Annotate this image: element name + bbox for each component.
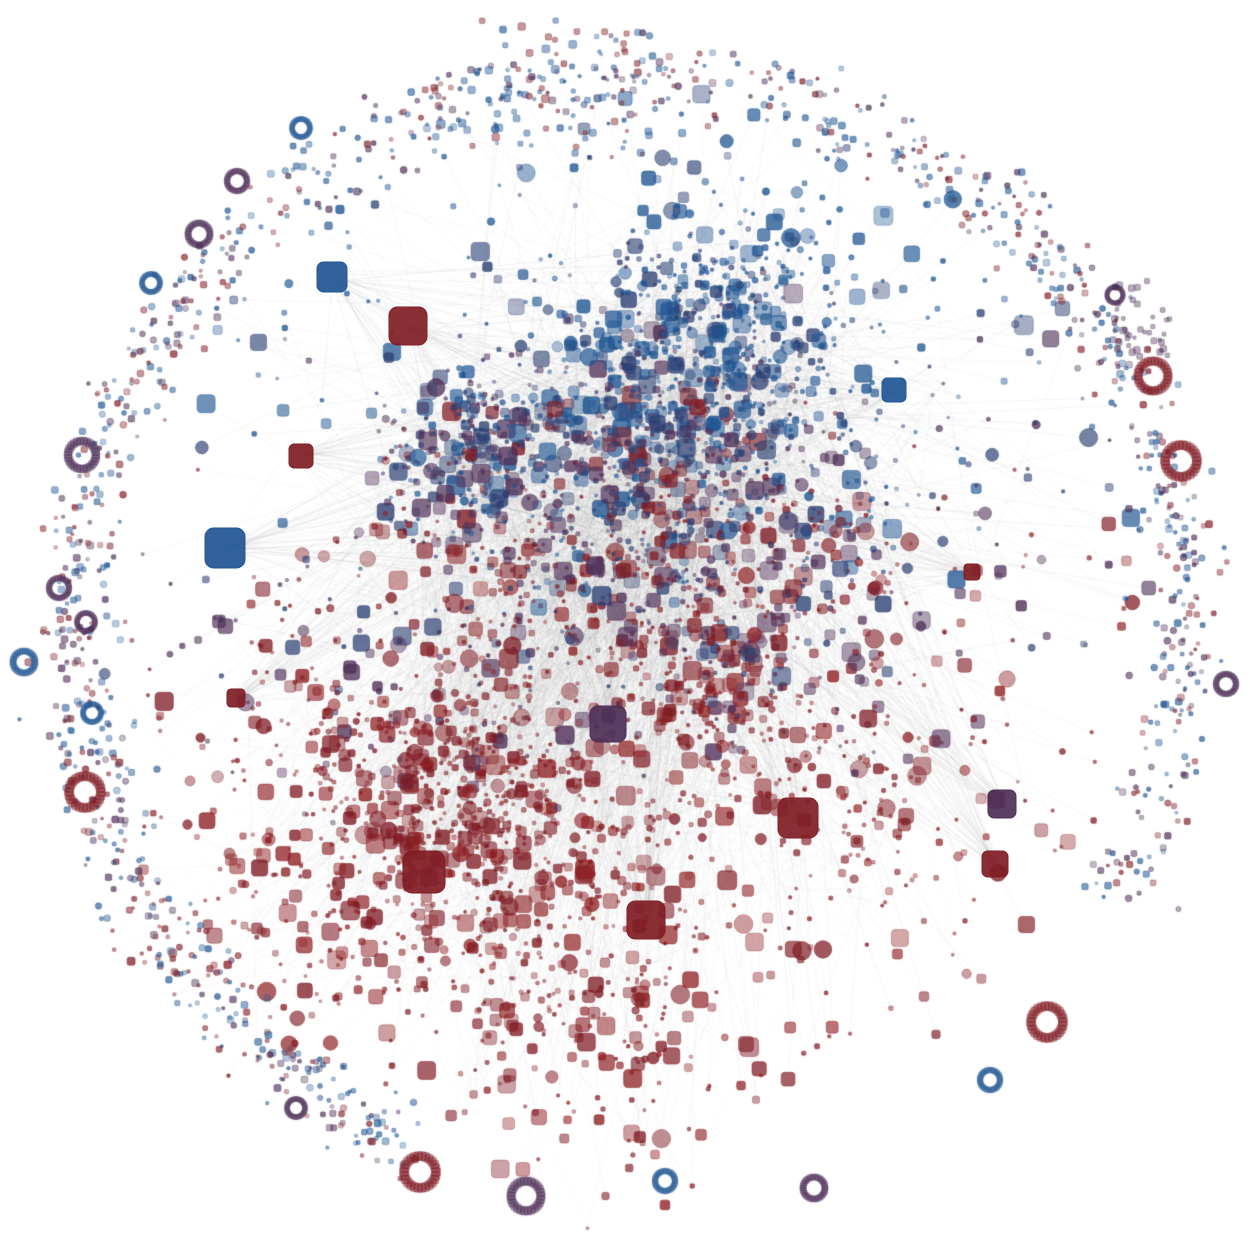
hub-node-8 [402, 850, 446, 894]
hub-node-12 [963, 563, 981, 581]
hub-node-6 [777, 797, 819, 839]
hub-node-7 [626, 900, 666, 940]
hub-node-5 [881, 377, 907, 403]
hub-node-4 [288, 443, 314, 469]
hub-node-9 [589, 705, 627, 743]
hub-node-10 [981, 850, 1009, 878]
hub-node-13 [226, 688, 246, 708]
hub-node-11 [987, 789, 1017, 819]
hub-node-2 [316, 261, 348, 293]
hub-node-3 [388, 306, 428, 346]
hub-node-1 [204, 527, 246, 569]
